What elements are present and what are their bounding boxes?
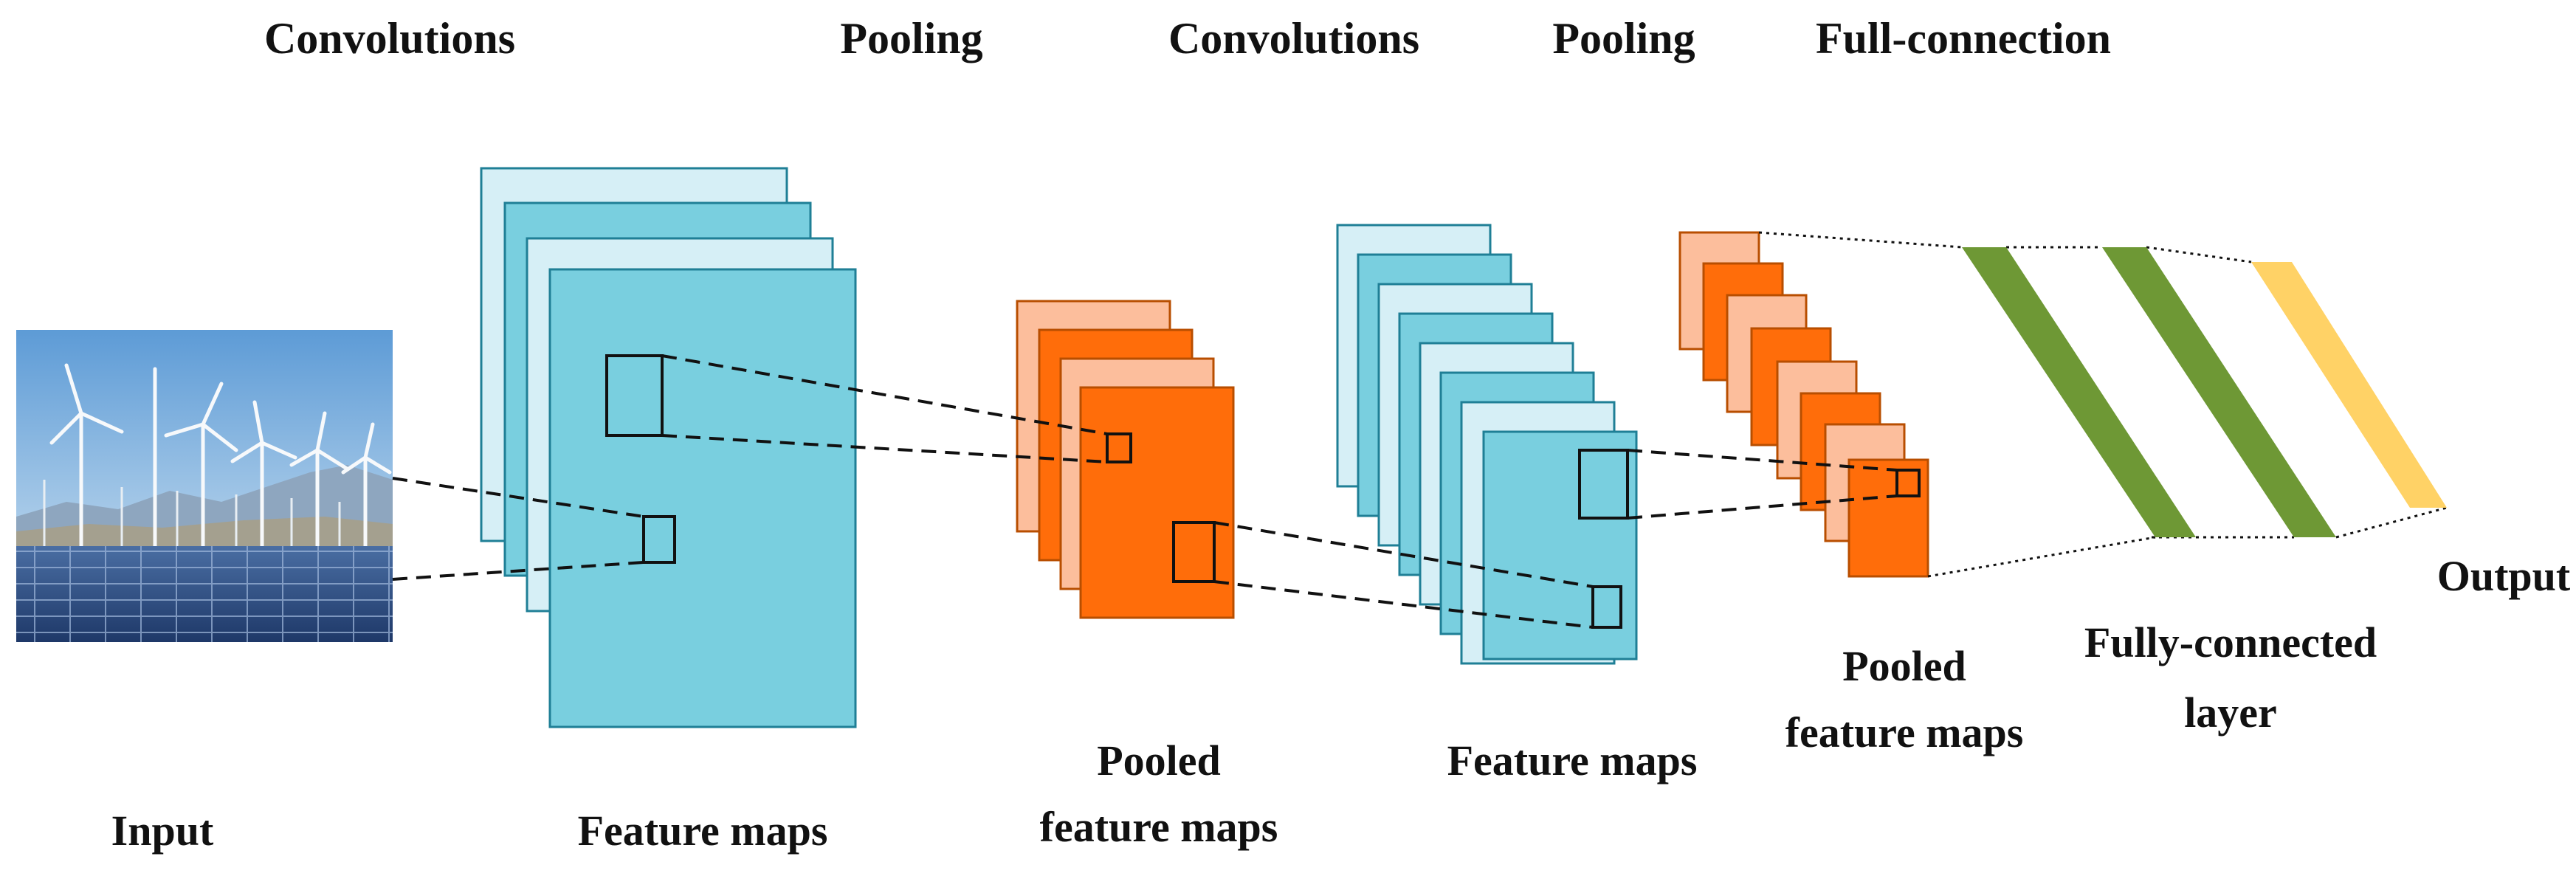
connector-line (661, 354, 1108, 435)
label-pooled-2-line2: feature maps (1785, 708, 2024, 756)
kernel-window (1578, 449, 1629, 520)
connector-line (1627, 494, 1898, 520)
feature-maps-stack-2 (1336, 224, 1638, 665)
label-pooled-2-line1: Pooled (1842, 642, 1966, 690)
feature-map (1482, 430, 1638, 661)
pooled-map (1847, 458, 1929, 578)
connector-line (392, 477, 644, 518)
feature-map (548, 268, 857, 728)
pooled-maps-stack-2 (1678, 231, 1929, 578)
label-fc-line2: layer (2184, 689, 2277, 737)
kernel-window (1172, 521, 1216, 583)
input-image (16, 330, 393, 642)
connector-lines (392, 354, 1898, 629)
label-output: Output (2437, 552, 2571, 600)
label-pooled-1-line1: Pooled (1097, 737, 1221, 784)
kernel-window (1591, 585, 1622, 629)
stage-label-pooling-2: Pooling (1552, 14, 1695, 63)
output-neuron-band (2251, 262, 2447, 508)
stage-label-convolutions-1: Convolutions (264, 14, 515, 63)
fully-connected-layer (1758, 231, 2448, 578)
fc-neuron-band (2102, 247, 2336, 537)
label-feature-maps-2: Feature maps (1447, 737, 1698, 784)
connector-line (1627, 449, 1898, 472)
kernel-window (605, 354, 664, 437)
stage-label-full-connection: Full-connection (1816, 14, 2111, 63)
kernel-window (1106, 432, 1132, 463)
fc-neuron-band (1962, 247, 2196, 537)
stage-label-pooling-1: Pooling (840, 14, 982, 63)
label-pooled-1-line2: feature maps (1040, 803, 1278, 851)
kernel-window (642, 515, 676, 564)
pooled-maps-stack-1 (1016, 300, 1235, 619)
label-feature-maps-1: Feature maps (578, 807, 828, 855)
pooled-map (1079, 386, 1235, 619)
connector-line (1213, 521, 1594, 588)
feature-maps-stack-1 (480, 167, 857, 728)
connector-line (1213, 580, 1594, 629)
connector-line (392, 561, 644, 581)
label-fc-line1: Fully-connected (2084, 618, 2377, 666)
stage-label-convolutions-2: Convolutions (1168, 14, 1419, 63)
label-input: Input (111, 807, 214, 855)
connector-line (661, 434, 1108, 463)
kernel-window (1895, 469, 1921, 497)
